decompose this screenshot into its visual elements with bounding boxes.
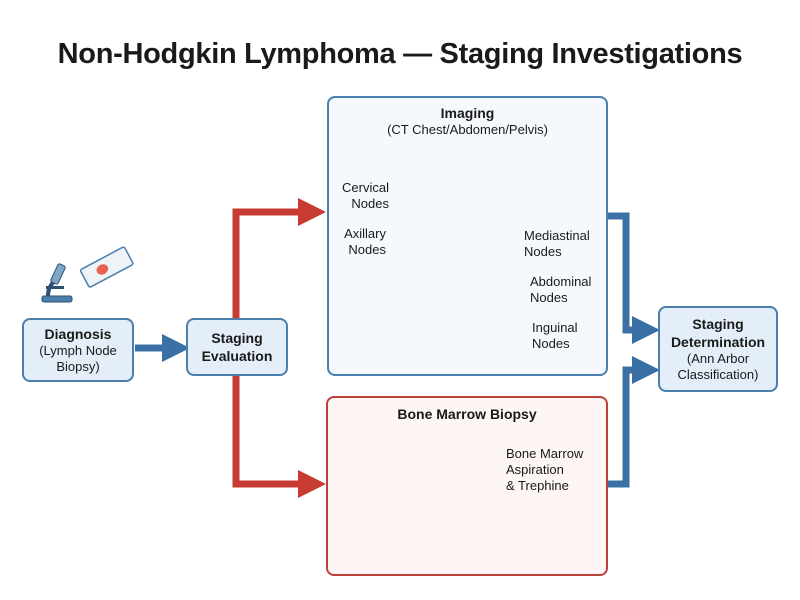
staging-determination-line-3: (Ann Arbor: [686, 351, 750, 366]
staging-evaluation-box: Staging Evaluation: [186, 318, 288, 376]
staging-determination-line-2: Determination: [670, 334, 766, 350]
bone-marrow-title: Bone Marrow Biopsy: [397, 406, 537, 422]
cervical-nodes-label: Cervical Nodes: [342, 180, 389, 211]
diagnosis-title: Diagnosis: [44, 326, 112, 342]
microscope-icon: [41, 263, 73, 303]
imaging-panel: Imaging (CT Chest/Abdomen/Pelvis): [327, 96, 608, 376]
mediastinal-nodes-label: Mediastinal Nodes: [524, 228, 590, 259]
page-title: Non-Hodgkin Lymphoma — Staging Investiga…: [57, 38, 743, 70]
staging-evaluation-line-1: Staging: [211, 330, 263, 346]
arrow-bone-marrow-to-determination: [608, 356, 660, 488]
staging-evaluation-line-2: Evaluation: [201, 348, 273, 364]
inguinal-nodes-label: Inguinal Nodes: [532, 320, 578, 351]
slide-icon: [79, 246, 134, 288]
imaging-title: Imaging: [440, 105, 495, 121]
staging-determination-line-1: Staging: [692, 316, 744, 332]
bone-marrow-aspiration-label: Bone Marrow Aspiration & Trephine: [506, 446, 584, 493]
arrow-evaluation-to-imaging: [232, 198, 326, 318]
diagnosis-box: Diagnosis (Lymph Node Biopsy): [22, 318, 134, 382]
abdominal-nodes-label: Abdominal Nodes: [530, 274, 592, 305]
arrow-evaluation-to-bone-marrow: [232, 376, 326, 498]
diagnosis-line-1: (Lymph Node: [39, 343, 117, 358]
axillary-nodes-label: Axillary Nodes: [344, 226, 386, 257]
staging-determination-box: Staging Determination (Ann Arbor Classif…: [658, 306, 778, 392]
arrow-imaging-to-determination: [608, 212, 660, 344]
imaging-subtitle: (CT Chest/Abdomen/Pelvis): [387, 122, 548, 137]
staging-determination-line-4: Classification): [677, 367, 759, 382]
bone-marrow-panel: Bone Marrow Biopsy: [326, 396, 608, 576]
diagnosis-line-2: Biopsy): [56, 359, 100, 374]
